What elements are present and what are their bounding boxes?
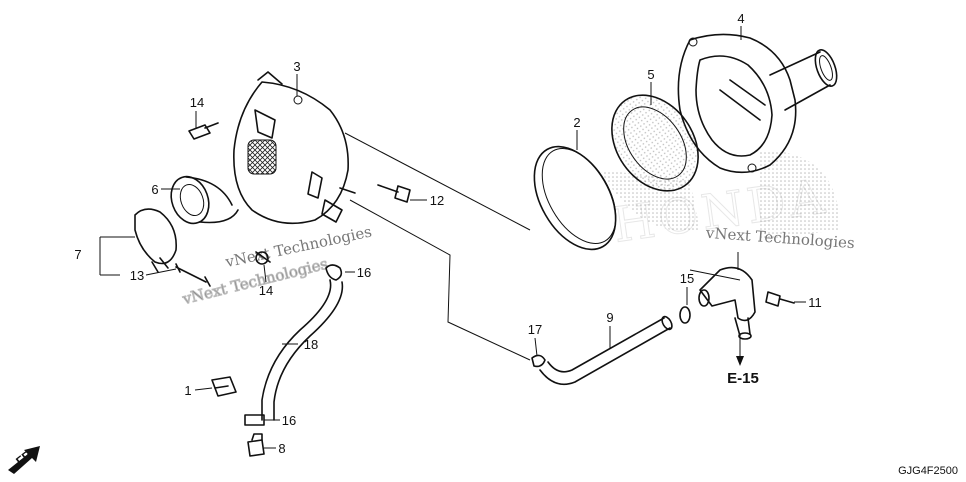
- callout-14-bottom: 14: [259, 283, 273, 298]
- callout-2: 2: [573, 115, 580, 130]
- band-clamp[interactable]: [134, 208, 177, 273]
- callout-6: 6: [151, 182, 158, 197]
- gasket[interactable]: [594, 79, 716, 208]
- drain-hose[interactable]: [261, 279, 344, 421]
- front-arrow-icon: [8, 446, 40, 474]
- breather-tube[interactable]: [539, 315, 674, 386]
- callout-17: 17: [528, 322, 542, 337]
- leader-lines: [99, 26, 806, 449]
- hose-clamp-1[interactable]: [211, 376, 237, 397]
- callout-15: 15: [680, 271, 694, 286]
- reference-label: E-15: [727, 370, 759, 387]
- bolt-12[interactable]: [377, 184, 411, 203]
- elbow-joint-10[interactable]: [698, 266, 756, 340]
- callout-18: 18: [304, 337, 318, 352]
- callout-1: 1: [184, 383, 191, 398]
- callout-7: 7: [74, 247, 81, 262]
- clip-16-top[interactable]: [325, 264, 343, 281]
- air-box-housing[interactable]: [677, 33, 841, 174]
- clip-17[interactable]: [531, 354, 546, 368]
- callout-13: 13: [130, 268, 144, 283]
- screw-11[interactable]: [765, 291, 795, 307]
- clip-15[interactable]: [679, 306, 691, 324]
- callout-8: 8: [278, 441, 285, 456]
- air-filter-element[interactable]: [518, 133, 633, 264]
- screw-13[interactable]: [175, 263, 211, 287]
- callout-11: 11: [808, 295, 822, 310]
- diagram-code: GJG4F2500: [898, 465, 958, 477]
- callout-3: 3: [293, 59, 300, 74]
- air-box-cover[interactable]: [233, 71, 356, 225]
- drain-plug-8[interactable]: [247, 433, 265, 457]
- callout-14-top: 14: [190, 95, 204, 110]
- reference-arrow: [736, 338, 744, 366]
- callout-12: 12: [430, 193, 444, 208]
- bolt-14-bottom[interactable]: [255, 251, 271, 265]
- clip-16-bottom[interactable]: [244, 414, 265, 426]
- callout-16-top: 16: [357, 265, 371, 280]
- bolt-14-top[interactable]: [188, 122, 219, 140]
- callout-5: 5: [647, 67, 654, 82]
- inlet-tube[interactable]: [165, 171, 239, 228]
- callout-16-bottom: 16: [282, 413, 296, 428]
- callout-4: 4: [737, 11, 744, 26]
- callout-9: 9: [606, 310, 613, 325]
